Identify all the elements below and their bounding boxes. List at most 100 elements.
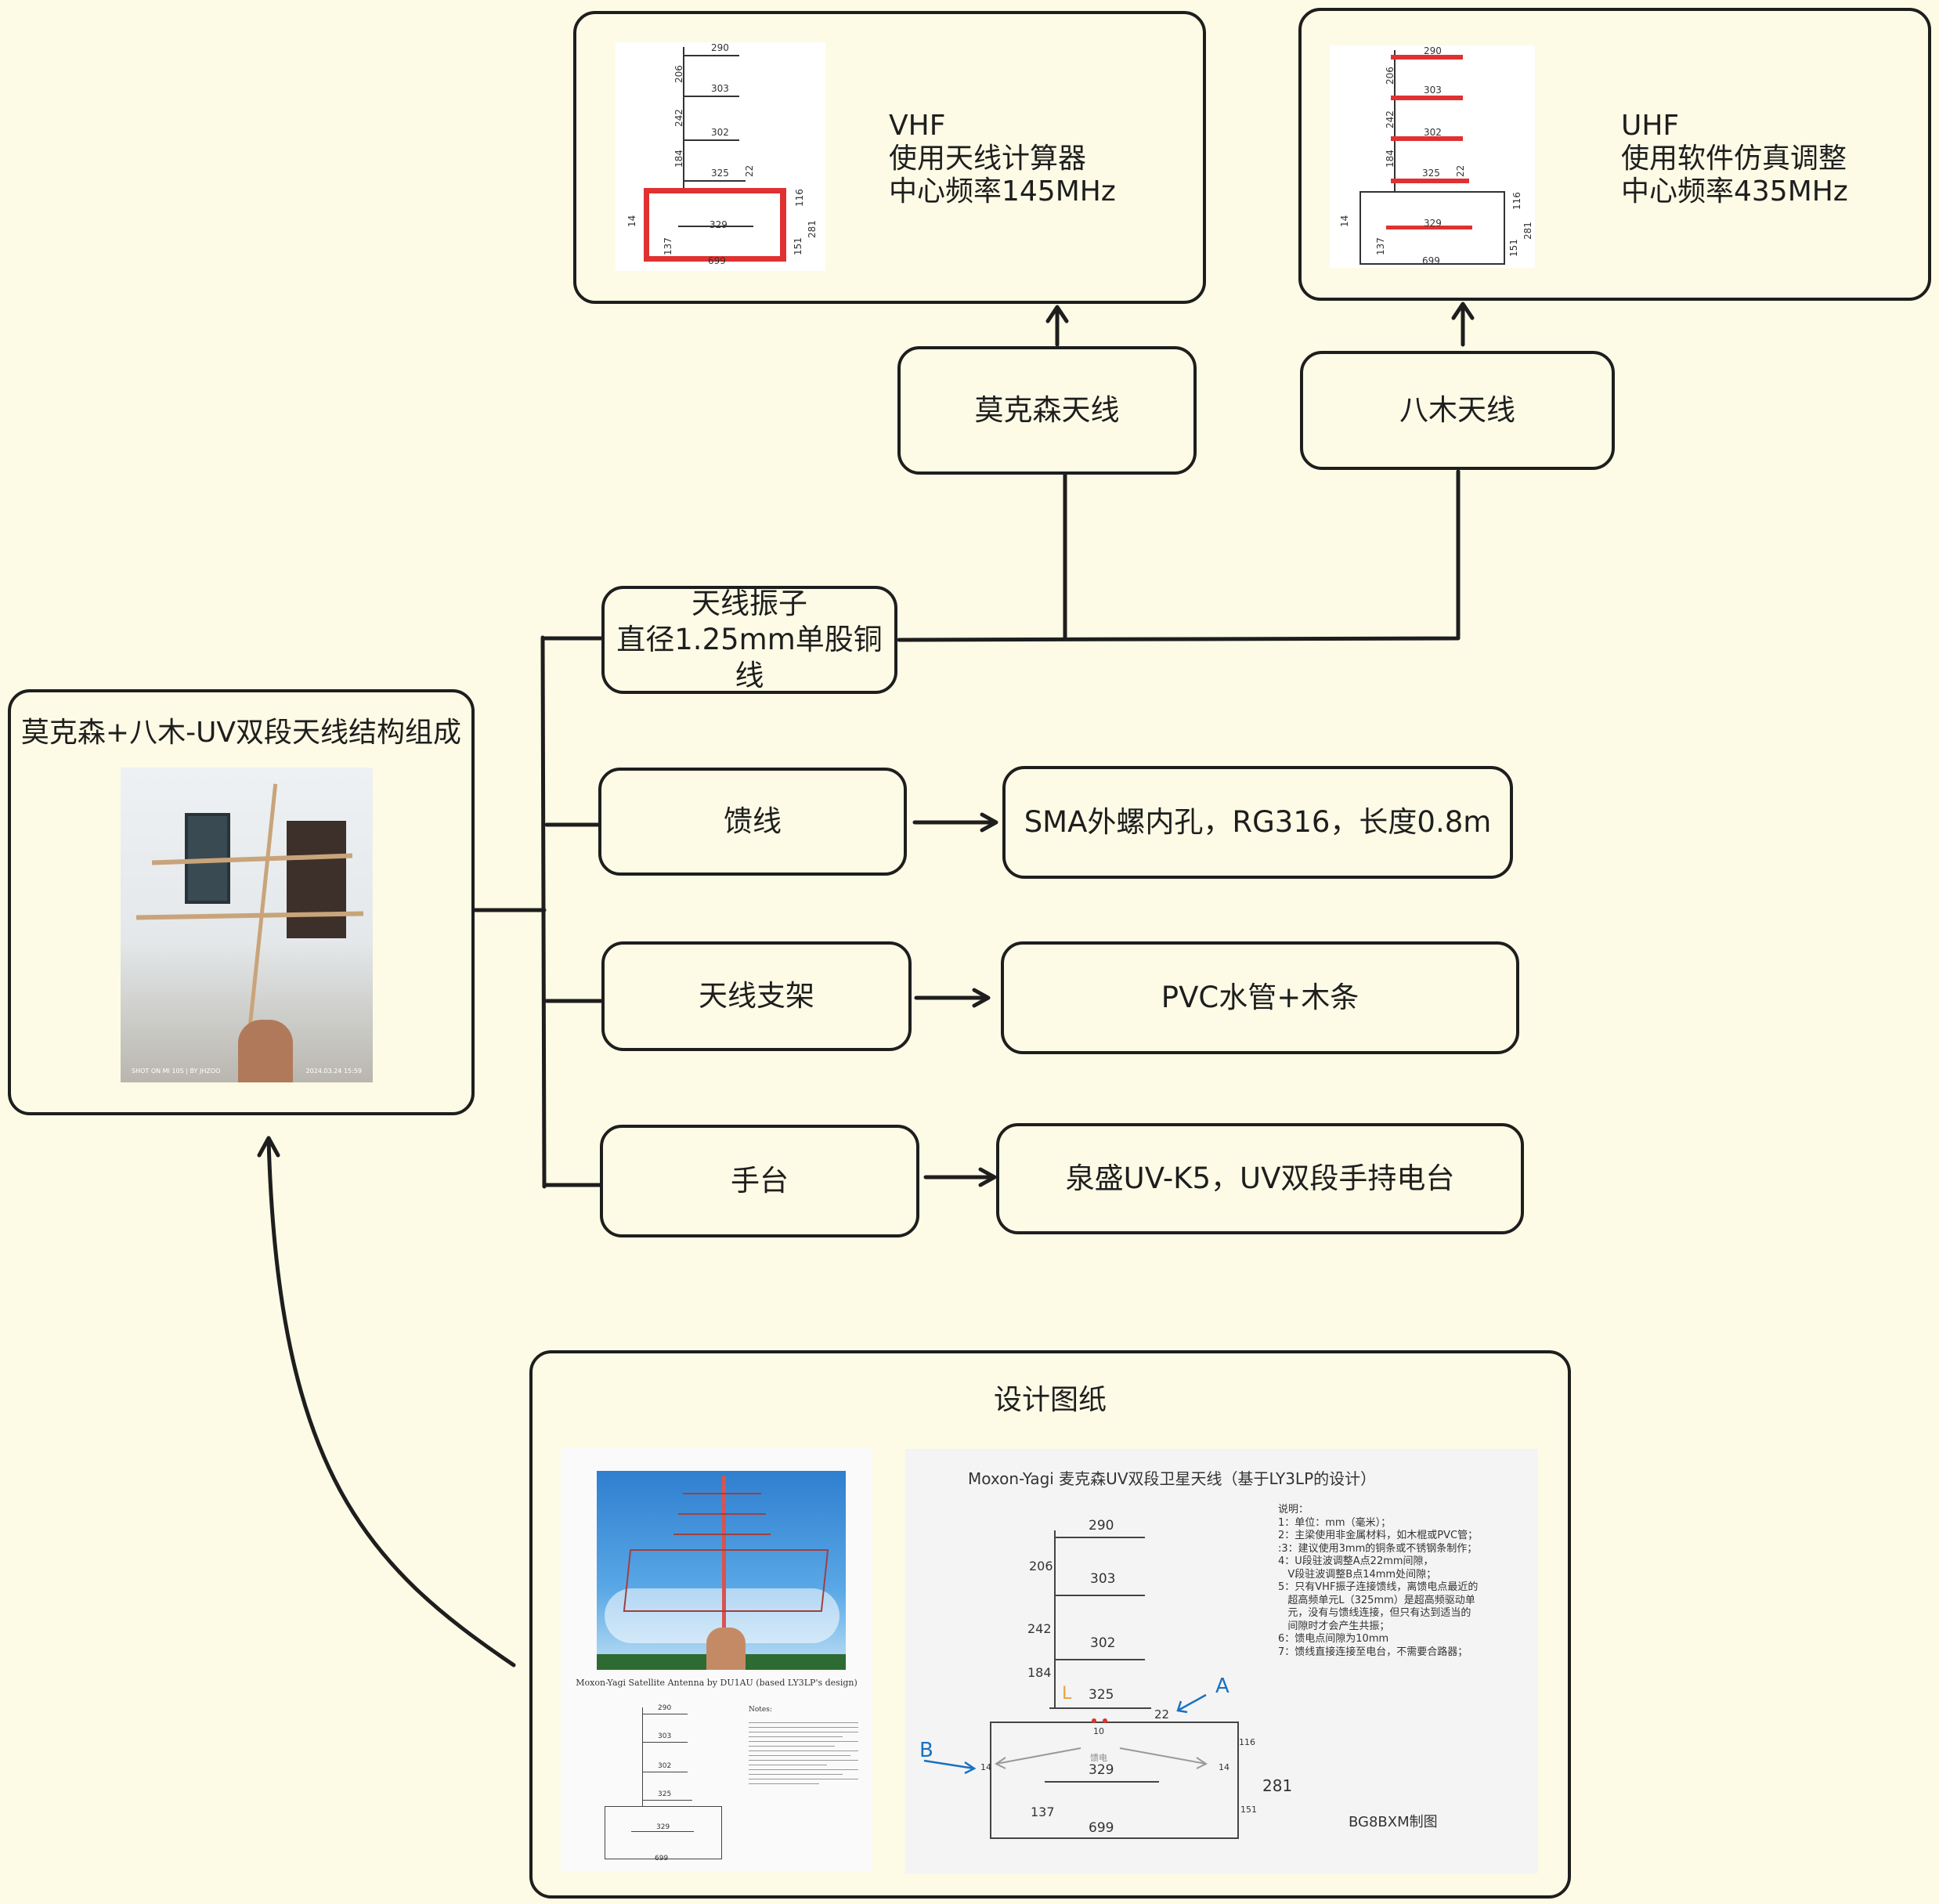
- design-sheet-chinese: Moxon-Yagi 麦克森UV双段卫星天线（基于LY3LP的设计） 290 3…: [905, 1449, 1538, 1873]
- cn-dim-206: 206: [1029, 1559, 1053, 1573]
- moxon-label: 莫克森天线: [974, 392, 1120, 427]
- vhf-element-325: [683, 180, 746, 182]
- vhf-line3: 中心频率145MHz: [889, 175, 1116, 208]
- cn-element-290: [1054, 1537, 1145, 1538]
- cn-drawing-title: Moxon-Yagi 麦克森UV双段卫星天线（基于LY3LP的设计）: [968, 1469, 1377, 1488]
- uhf-element-329: [1386, 226, 1472, 229]
- cn-dim-22: 22: [1154, 1707, 1170, 1722]
- vhf-dim-302: 302: [711, 127, 729, 138]
- en-dim-325: 325: [658, 1790, 672, 1798]
- support-detail-node: PVC水管+木条: [1001, 941, 1519, 1054]
- element-line2: 直径1.25mm单股铜线: [616, 622, 883, 693]
- en-notes-line: [749, 1750, 858, 1751]
- en-notes-line: [749, 1760, 858, 1761]
- feedline-node: 馈线: [598, 768, 907, 876]
- cn-element-302: [1054, 1659, 1145, 1660]
- vhf-text: VHF 使用天线计算器 中心频率145MHz: [889, 110, 1116, 208]
- photo-caption-left: SHOT ON MI 10S | BY JHZOO: [132, 1068, 221, 1075]
- cn-note-line: 5：只有VHF振子连接馈线，离馈电点最近的: [1278, 1581, 1479, 1593]
- en-notes-heading: Notes:: [749, 1706, 772, 1714]
- uhf-dim-116: 116: [1511, 192, 1522, 210]
- uhf-element-325: [1391, 179, 1469, 183]
- support-node: 天线支架: [601, 941, 912, 1051]
- cn-feed-dot-left: [1092, 1718, 1096, 1723]
- element-line1: 天线振子: [691, 586, 807, 620]
- vhf-line1: VHF: [889, 110, 946, 142]
- uhf-dim-303: 303: [1424, 85, 1442, 96]
- cn-dim-242: 242: [1027, 1621, 1052, 1636]
- vhf-element-302: [683, 139, 739, 141]
- yagi-node: 八木天线: [1300, 351, 1615, 470]
- radio-node: 手台: [600, 1125, 919, 1237]
- root-title: 莫克森+八木-UV双段天线结构组成: [20, 717, 462, 749]
- support-label: 天线支架: [699, 978, 814, 1013]
- cn-dim-699: 699: [1089, 1820, 1114, 1836]
- photo-caption-right: 2024.03.24 15:59: [305, 1068, 362, 1075]
- vhf-dim-325: 325: [711, 168, 729, 179]
- cn-dim-303: 303: [1090, 1571, 1116, 1587]
- sky-photo: [597, 1471, 846, 1670]
- sky-photo-mast: [722, 1476, 726, 1670]
- feedline-detail: SMA外螺内孔，RG316，长度0.8m: [1024, 804, 1492, 839]
- en-moxon-rect: [605, 1806, 722, 1859]
- en-notes-lines: [749, 1718, 858, 1788]
- sky-photo-element1: [683, 1493, 761, 1494]
- uhf-dim-699: 699: [1422, 255, 1440, 266]
- cn-note-line: 1：单位：mm（毫米）；: [1278, 1516, 1392, 1529]
- en-notes-line: [749, 1736, 843, 1737]
- en-dim-290: 290: [658, 1704, 672, 1712]
- cn-dim-151: 151: [1240, 1805, 1257, 1815]
- en-notes-line: [749, 1755, 850, 1756]
- element-to-antennas: [897, 469, 1461, 642]
- vhf-moxon-rect: [644, 188, 786, 262]
- design-to-root-arrow: [257, 1136, 516, 1667]
- uhf-moxon-rect: [1359, 191, 1505, 265]
- vhf-dim-137: 137: [663, 237, 673, 255]
- cn-dim-10: 10: [1093, 1726, 1104, 1736]
- uhf-boom: [1394, 50, 1396, 191]
- uhf-line3: 中心频率435MHz: [1621, 175, 1848, 208]
- en-element-329: [631, 1831, 694, 1832]
- en-notes-line: [749, 1774, 843, 1775]
- vhf-element-303: [683, 96, 739, 97]
- cn-note-line: 6：馈电点间隙为10mm: [1278, 1633, 1389, 1645]
- cn-note-line: 2：主梁使用非金属材料，如木棍或PVC管；: [1278, 1530, 1479, 1541]
- en-notes-line: [749, 1783, 819, 1784]
- photo-door: [287, 821, 346, 938]
- vhf-dim-242: 242: [673, 109, 684, 127]
- cn-dim-325: 325: [1089, 1687, 1114, 1703]
- cn-author: BG8BXM制图: [1349, 1814, 1438, 1830]
- cn-label-B: B: [919, 1739, 933, 1762]
- cn-dim-116: 116: [1239, 1737, 1255, 1747]
- cn-element-303: [1054, 1595, 1145, 1596]
- cn-element-329: [1045, 1781, 1159, 1783]
- uhf-text: UHF 使用软件仿真调整 中心频率435MHz: [1621, 110, 1848, 208]
- cn-moxon-rect: [990, 1722, 1239, 1839]
- uhf-dim-281: 281: [1522, 222, 1533, 240]
- vhf-line2: 使用天线计算器: [889, 143, 1087, 175]
- radio-detail-node: 泉盛UV-K5，UV双段手持电台: [996, 1123, 1524, 1234]
- cn-dim-14-left: 14: [980, 1762, 991, 1772]
- vhf-boom: [683, 47, 684, 193]
- uhf-dim-184: 184: [1385, 150, 1396, 168]
- cn-note-line: V段驻波调整B点14mm处间隙；: [1278, 1568, 1437, 1581]
- uhf-element-290: [1391, 55, 1463, 60]
- en-dim-329: 329: [656, 1823, 670, 1831]
- vhf-dim-290: 290: [711, 42, 729, 53]
- vhf-dim-14: 14: [626, 215, 637, 227]
- uhf-dim-22: 22: [1455, 164, 1466, 177]
- sky-photo-element3: [673, 1534, 771, 1535]
- cn-notes: 说明：1：单位：mm（毫米）；2：主梁使用非金属材料，如木棍或PVC管；:3：建…: [1278, 1504, 1529, 1659]
- vhf-drawing: 290 303 302 325 206 242 184 22 329 699 1…: [616, 42, 825, 271]
- cn-feed-label: 馈电: [1090, 1753, 1107, 1763]
- sky-photo-moxon: [623, 1549, 829, 1612]
- vhf-dim-151: 151: [793, 237, 803, 255]
- yagi-to-uhf-arrow: [1451, 302, 1475, 347]
- uhf-dim-242: 242: [1385, 110, 1396, 128]
- feedline-detail-node: SMA外螺内孔，RG316，长度0.8m: [1002, 766, 1513, 879]
- cn-dim-290: 290: [1089, 1518, 1114, 1534]
- vhf-dim-329: 329: [710, 219, 728, 230]
- antenna-photo: SHOT ON MI 10S | BY JHZOO 2024.03.24 15:…: [121, 768, 373, 1082]
- yagi-label: 八木天线: [1399, 392, 1515, 427]
